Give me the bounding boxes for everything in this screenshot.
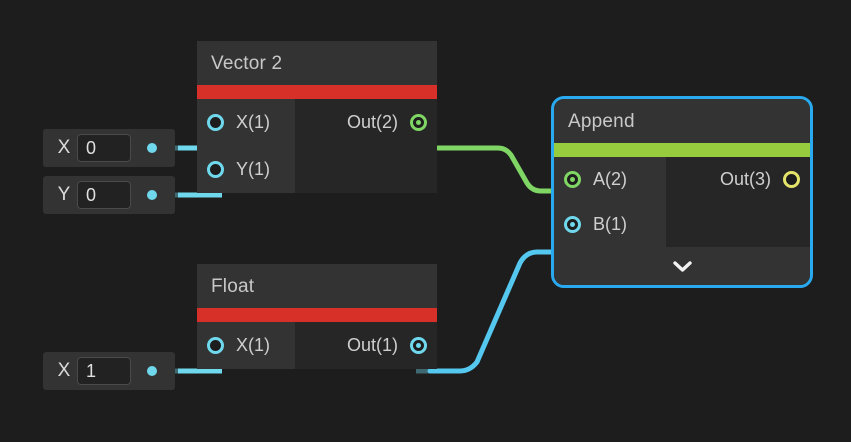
value-label-vector2-x: X [57, 137, 71, 158]
value-label-vector2-y: Y [57, 184, 71, 205]
output-ports-float: Out(1) [295, 322, 437, 369]
node-accent-float [197, 308, 437, 322]
port-row-append-b[interactable]: B(1) [554, 202, 666, 247]
value-field-float-x[interactable]: X [43, 352, 175, 390]
port-icon-float-x[interactable] [207, 337, 224, 354]
port-label-float-out: Out(1) [346, 335, 398, 355]
port-row-append-a[interactable]: A(2) [554, 157, 666, 202]
node-footer-append[interactable] [554, 247, 810, 285]
value-input-vector2-y[interactable] [77, 181, 131, 209]
port-label-vector2-x: X(1) [236, 112, 271, 132]
port-row-float-out[interactable]: Out(1) [295, 322, 437, 369]
node-vector2[interactable]: Vector 2 X(1) Y(1) Out(2) [197, 41, 437, 193]
node-accent-vector2 [197, 85, 437, 99]
output-ports-append: Out(3) [666, 157, 810, 247]
value-label-float-x: X [57, 360, 71, 381]
port-icon-append-out[interactable] [783, 171, 800, 188]
value-port-dot-float-x[interactable] [147, 366, 157, 376]
output-ports-vector2: Out(2) [295, 99, 437, 193]
value-port-dot-vector2-y[interactable] [147, 190, 157, 200]
port-row-vector2-y[interactable]: Y(1) [197, 146, 295, 193]
value-input-vector2-x[interactable] [77, 134, 131, 162]
value-input-float-x[interactable] [77, 357, 131, 385]
node-float[interactable]: Float X(1) Out(1) [197, 264, 437, 369]
node-accent-append [554, 143, 810, 157]
chevron-down-icon[interactable] [672, 260, 692, 272]
node-title-append: Append [554, 99, 810, 143]
port-icon-float-out[interactable] [410, 337, 427, 354]
input-ports-vector2: X(1) Y(1) [197, 99, 295, 193]
input-ports-float: X(1) [197, 322, 295, 369]
port-row-append-out[interactable]: Out(3) [666, 157, 810, 202]
port-row-vector2-out[interactable]: Out(2) [295, 99, 437, 146]
port-label-append-b: B(1) [593, 214, 628, 234]
node-title-vector2: Vector 2 [197, 41, 437, 85]
port-icon-append-a[interactable] [564, 171, 581, 188]
port-label-float-x: X(1) [236, 335, 271, 355]
output-spacer-append [666, 202, 810, 247]
port-icon-vector2-x[interactable] [207, 114, 224, 131]
port-label-vector2-out: Out(2) [346, 112, 398, 132]
port-label-append-a: A(2) [593, 169, 628, 189]
input-ports-append: A(2) B(1) [554, 157, 666, 247]
value-field-vector2-y[interactable]: Y [43, 176, 175, 214]
port-icon-append-b[interactable] [564, 216, 581, 233]
node-body-append: A(2) B(1) Out(3) [554, 157, 810, 247]
port-label-vector2-y: Y(1) [236, 159, 271, 179]
node-body-vector2: X(1) Y(1) Out(2) [197, 99, 437, 193]
value-field-vector2-x[interactable]: X [43, 129, 175, 167]
value-port-dot-vector2-x[interactable] [147, 143, 157, 153]
node-append[interactable]: Append A(2) B(1) Out(3) [551, 96, 813, 288]
port-row-vector2-x[interactable]: X(1) [197, 99, 295, 146]
port-icon-vector2-y[interactable] [207, 161, 224, 178]
port-icon-vector2-out[interactable] [410, 114, 427, 131]
node-body-float: X(1) Out(1) [197, 322, 437, 369]
node-title-float: Float [197, 264, 437, 308]
port-label-append-out: Out(3) [719, 169, 771, 189]
port-row-float-x[interactable]: X(1) [197, 322, 295, 369]
